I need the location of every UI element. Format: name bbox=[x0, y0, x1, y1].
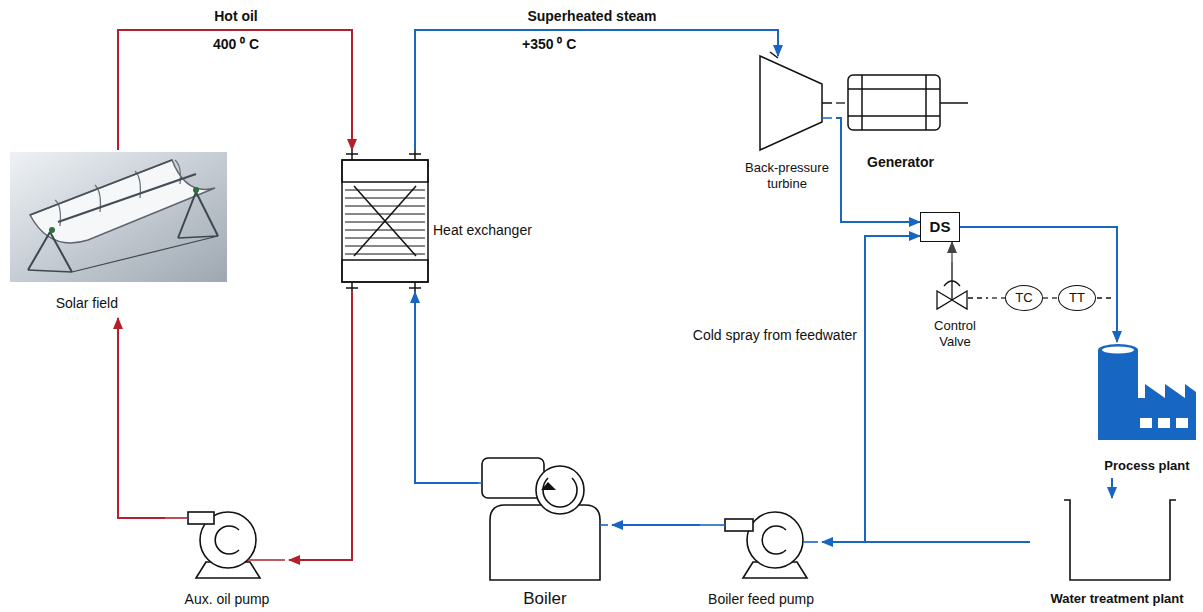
node-label: TC bbox=[1015, 290, 1032, 306]
node-label: Boiler feed pump bbox=[700, 591, 822, 608]
generator: Generator bbox=[845, 72, 972, 174]
boiler-symbol bbox=[478, 458, 608, 580]
node-label: Back-pressure turbine bbox=[738, 160, 836, 191]
temperature-label: 400 ⁰ C bbox=[176, 36, 296, 53]
pipe-line bbox=[836, 102, 845, 104]
feed-pump-symbol bbox=[700, 512, 818, 578]
back-pressure-turbine: Back-pressure turbine bbox=[738, 56, 836, 202]
solar-trough-picture bbox=[10, 152, 227, 282]
heat-exchanger-symbol bbox=[342, 150, 428, 292]
control-valve: Control Valve bbox=[918, 262, 992, 356]
aux-oil-pump: Aux. oil pump bbox=[165, 498, 289, 610]
pipe-line bbox=[118, 30, 352, 150]
edge-label: Hot oil bbox=[166, 8, 306, 25]
node-label: Process plant bbox=[1090, 458, 1203, 474]
water-treatment-plant: Water treatment plant bbox=[1030, 498, 1203, 610]
generator-symbol bbox=[848, 75, 968, 130]
pipe-line bbox=[415, 292, 478, 483]
solar-field: Solar field bbox=[8, 150, 228, 318]
node-label: Control Valve bbox=[918, 318, 992, 349]
temperature-controller: TC bbox=[1005, 285, 1043, 311]
pipe-line bbox=[415, 30, 778, 150]
pipe-line bbox=[1111, 478, 1113, 498]
node-label: Generator bbox=[867, 154, 967, 171]
boiler-feed-pump: Boiler feed pump bbox=[700, 498, 822, 610]
turbine-symbol bbox=[760, 52, 832, 150]
node-label: DS bbox=[930, 218, 951, 236]
pipe-line bbox=[960, 227, 1117, 342]
pipe-line bbox=[118, 318, 165, 518]
signal-line bbox=[992, 297, 1005, 298]
boiler: Boiler bbox=[478, 455, 612, 612]
node-label: Solar field bbox=[36, 295, 118, 312]
factory-icon bbox=[1098, 344, 1196, 440]
pipe-line bbox=[612, 524, 700, 526]
edge-label: Superheated steam bbox=[507, 8, 677, 25]
pipe-line bbox=[951, 242, 952, 262]
node-label: Aux. oil pump bbox=[165, 591, 289, 608]
edge-label: Cold spray from feedwater bbox=[650, 327, 857, 344]
pipe-line bbox=[289, 292, 352, 560]
treatment-tank bbox=[1064, 500, 1176, 580]
node-label: Boiler bbox=[478, 589, 612, 609]
temperature-label: +350 ⁰ C bbox=[522, 36, 622, 53]
node-label: TT bbox=[1069, 290, 1085, 306]
node-label: Heat exchanger bbox=[433, 222, 545, 239]
heat-exchanger: Heat exchanger bbox=[338, 150, 548, 292]
oil-pump-symbol bbox=[165, 512, 285, 578]
desuperheater-box: DS bbox=[920, 212, 960, 242]
node-label: Water treatment plant bbox=[1030, 591, 1203, 607]
process-plant: Process plant bbox=[1090, 342, 1203, 478]
temperature-transmitter: TT bbox=[1058, 285, 1096, 311]
signal-line bbox=[1043, 297, 1058, 298]
pipe-line bbox=[865, 236, 1030, 542]
